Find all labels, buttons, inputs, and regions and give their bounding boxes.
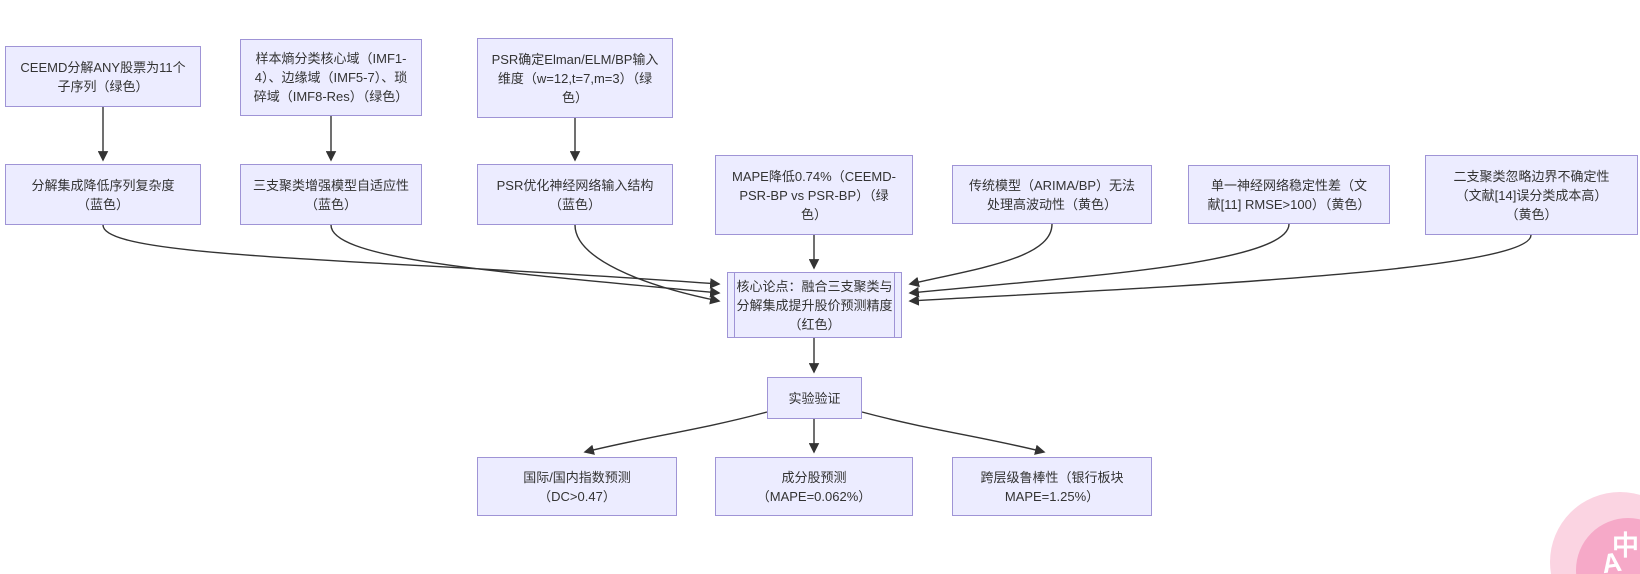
- node-two-way-cluster: 二支聚类忽略边界不确定性 （文献[14]误分类成本高） （黄色）: [1425, 155, 1638, 235]
- node-psr-dimension: PSR确定Elman/ELM/BP输入 维度（w=12,t=7,m=3）（绿 色…: [477, 38, 673, 118]
- node-experiment-verify: 实验验证: [767, 377, 862, 419]
- node-index-forecast: 国际/国内指数预测 （DC>0.47）: [477, 457, 677, 516]
- node-ceemd-decompose: CEEMD分解ANY股票为11个 子序列（绿色）: [5, 46, 201, 107]
- node-robustness: 跨层级鲁棒性（银行板块 MAPE=1.25%）: [952, 457, 1152, 516]
- edge-psropt-to-core: [574, 224, 721, 305]
- node-decomp-ensemble: 分解集成降低序列复杂度 （蓝色）: [5, 164, 201, 225]
- edge-cluster-to-core: [330, 224, 721, 298]
- edge-experiment-to-index: [583, 411, 768, 455]
- translate-badge-char-cn: 中: [1612, 531, 1639, 561]
- edge-singlenn-to-core: [908, 223, 1290, 298]
- edge-twoway-to-core: [908, 234, 1532, 306]
- node-psr-optimize: PSR优化神经网络输入结构 （蓝色）: [477, 164, 673, 225]
- node-traditional-model: 传统模型（ARIMA/BP）无法 处理高波动性（黄色）: [952, 165, 1152, 224]
- node-mape-reduce: MAPE降低0.74%（CEEMD- PSR-BP vs PSR-BP）（绿 色…: [715, 155, 913, 235]
- node-component-forecast: 成分股预测 （MAPE=0.062%）: [715, 457, 913, 516]
- node-three-way-cluster: 三支聚类增强模型自适应性 （蓝色）: [240, 164, 422, 225]
- node-sample-entropy: 样本熵分类核心域（IMF1- 4）、边缘域（IMF5-7）、琐 碎域（IMF8-…: [240, 39, 422, 116]
- translate-badge[interactable]: 中 A: [1576, 518, 1640, 574]
- edge-decomp-to-core: [102, 224, 721, 289]
- node-core-claim: 核心论点：融合三支聚类与 分解集成提升股价预测精度 （红色）: [727, 272, 902, 338]
- edge-experiment-to-robust: [861, 411, 1046, 455]
- node-single-nn: 单一神经网络稳定性差（文 献[11] RMSE>100）（黄色）: [1188, 165, 1390, 224]
- edge-traditional-to-core: [908, 223, 1053, 288]
